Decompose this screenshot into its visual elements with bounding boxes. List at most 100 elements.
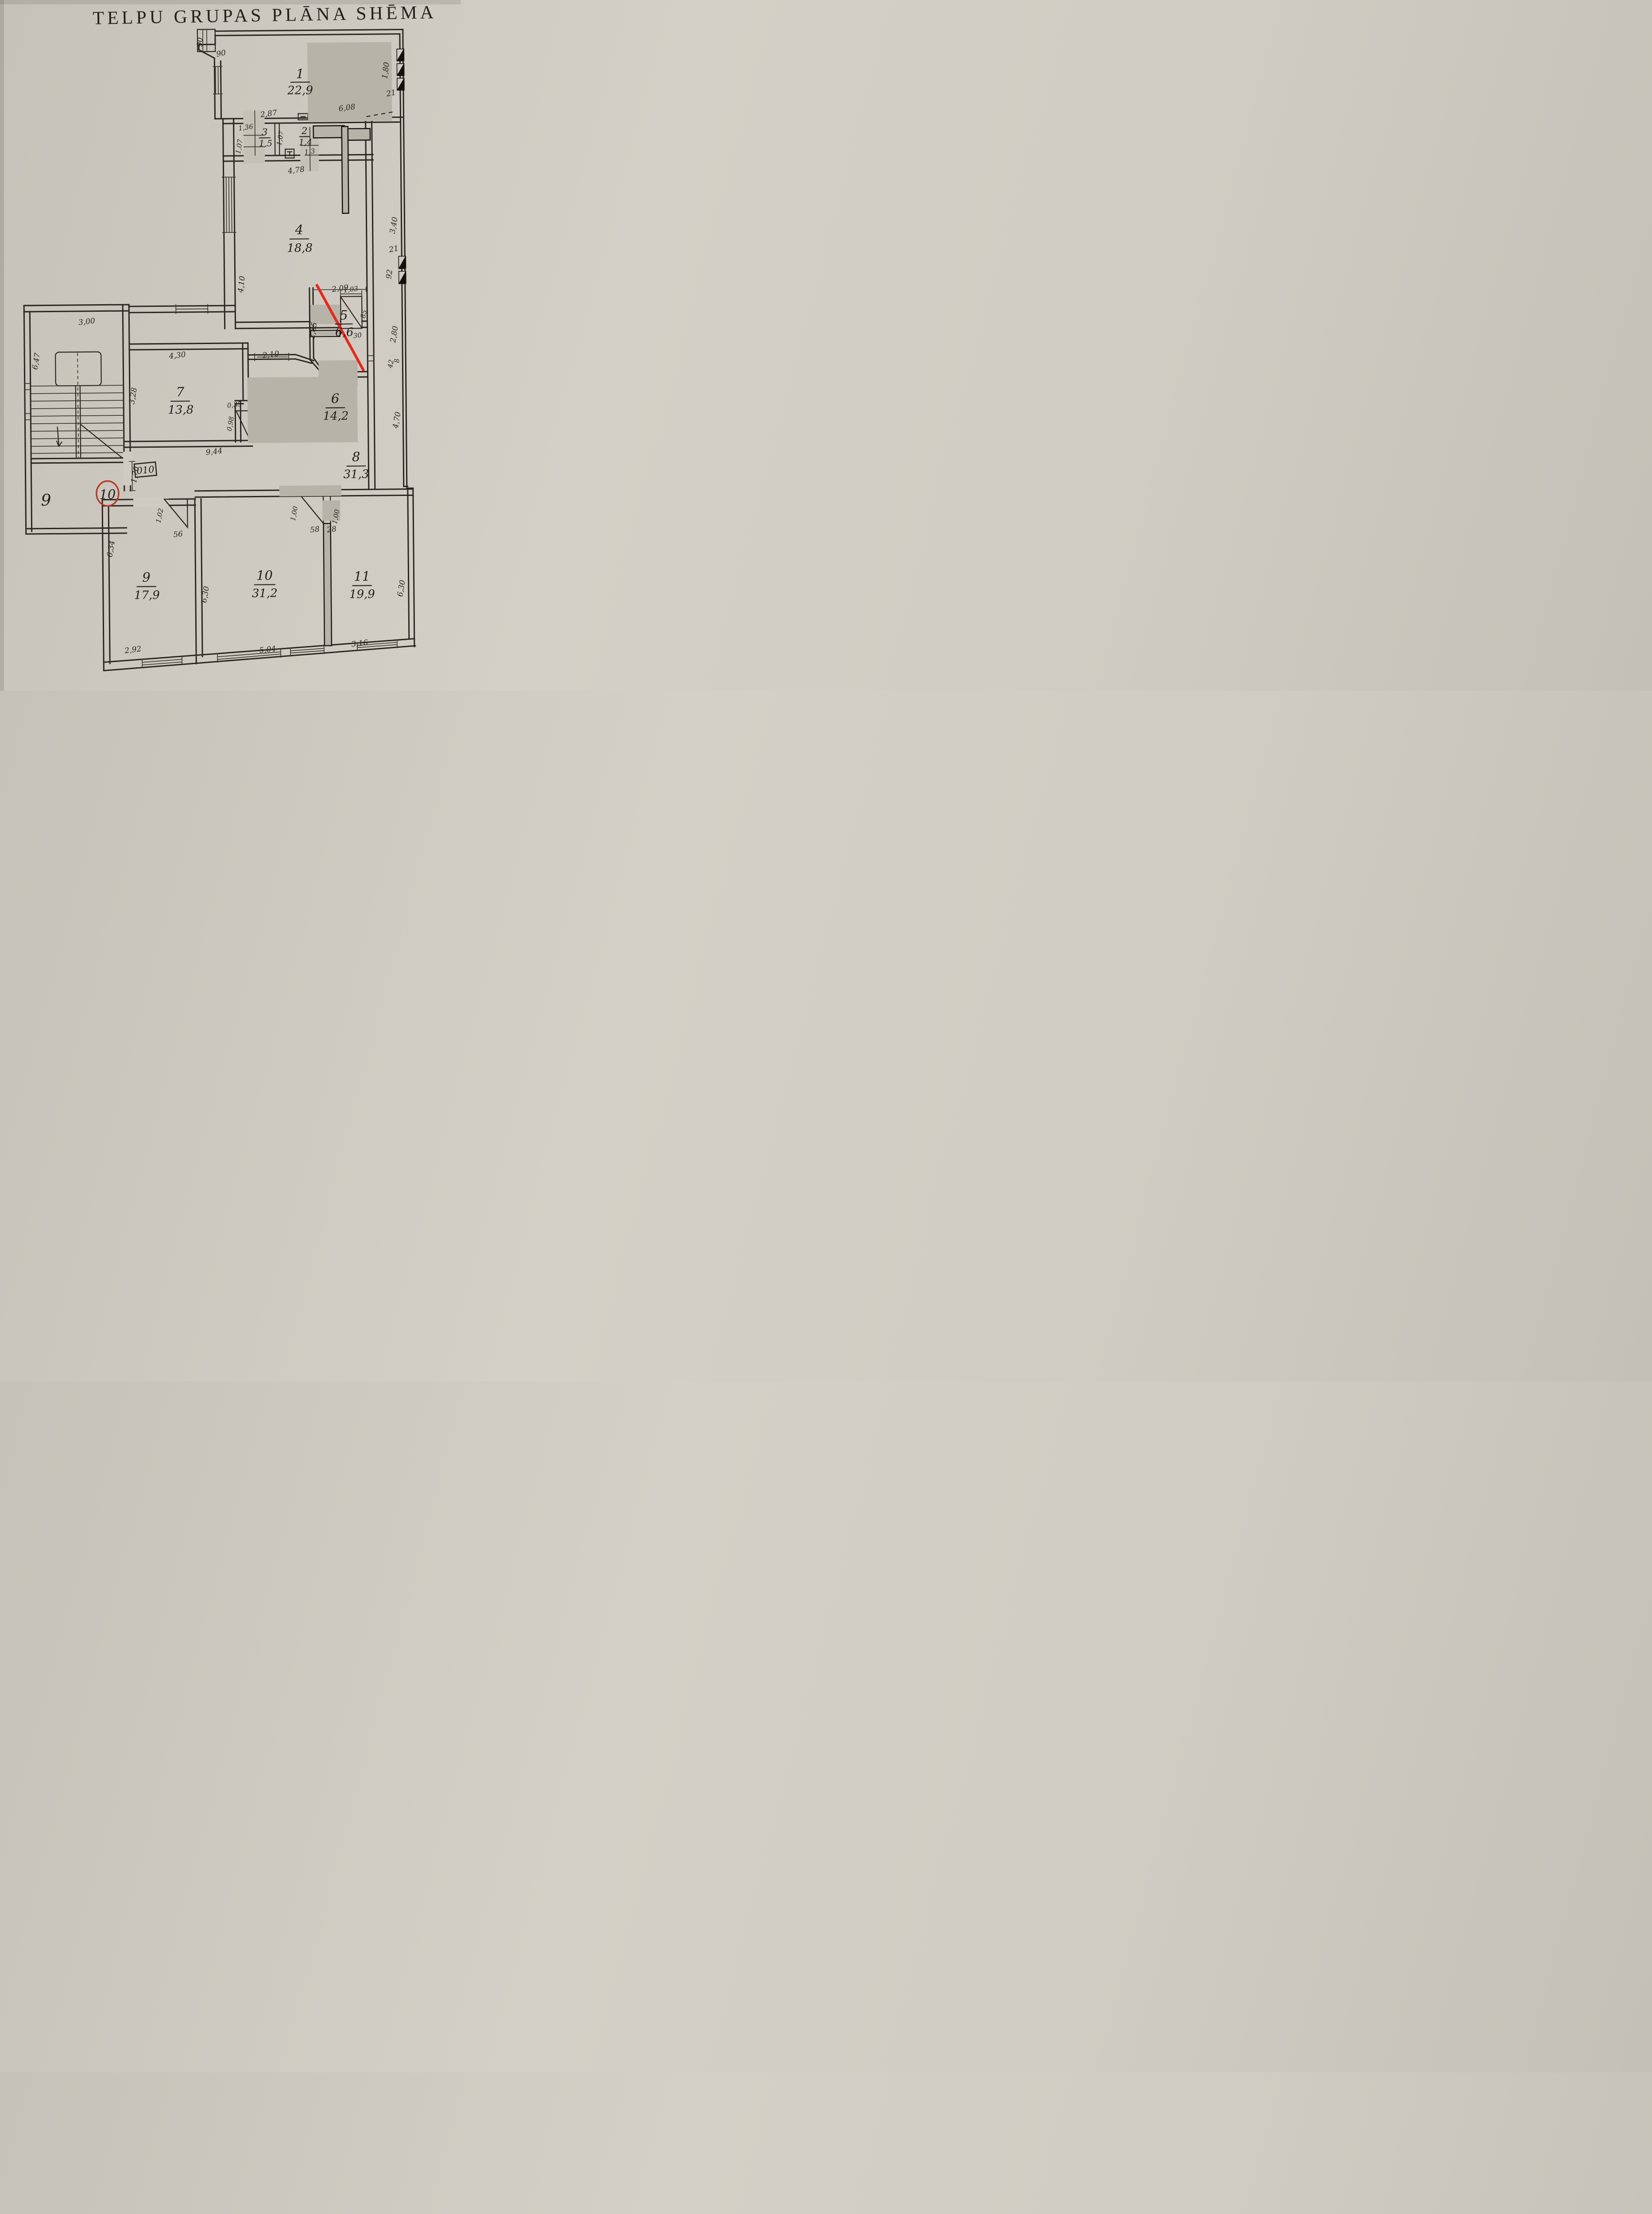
stair-arrow-icon xyxy=(56,426,62,447)
dim-text: 6,34 xyxy=(105,540,117,558)
dim-text: 90 xyxy=(216,48,227,59)
dim-text: 6,30 xyxy=(396,579,407,597)
room-label-6: 614,2 xyxy=(323,391,348,423)
svg-text:2: 2 xyxy=(301,125,308,136)
dim-text: 0,35 xyxy=(227,400,242,410)
svg-text:7: 7 xyxy=(176,384,185,399)
window-icon xyxy=(142,639,398,668)
dim-text: 28 xyxy=(326,525,337,534)
dim-text: 6,08 xyxy=(338,102,356,113)
red-circle-annotation xyxy=(96,480,120,507)
room-label-2: 21,4 xyxy=(299,125,312,147)
redaction-patch xyxy=(310,304,340,325)
dim-text: 21 xyxy=(385,88,397,99)
dim-text: 9,44 xyxy=(205,446,223,457)
room-label-4: 418,8 xyxy=(287,222,313,255)
svg-text:9: 9 xyxy=(142,570,151,585)
svg-text:1,5: 1,5 xyxy=(259,139,272,148)
redaction-patch xyxy=(307,42,392,122)
svg-text:6: 6 xyxy=(331,391,340,406)
dim-text: 8 xyxy=(393,359,401,363)
svg-text:13,8: 13,8 xyxy=(168,403,193,417)
stairs-icon xyxy=(30,351,124,459)
dim-text: 90 xyxy=(195,37,205,47)
redaction-patch xyxy=(243,110,265,164)
dim-text: 6,47 xyxy=(31,352,42,370)
room-label-10: 10 31,2 xyxy=(252,568,278,600)
dim-text: 1,3 xyxy=(304,147,315,156)
dim-text: 4,70 xyxy=(391,411,402,430)
vent-icon xyxy=(298,113,309,120)
unit-number: 010 xyxy=(136,464,155,476)
dim-text: 21 xyxy=(388,244,399,255)
svg-text:5: 5 xyxy=(340,308,348,323)
dim-text: 0,98 xyxy=(225,416,236,432)
plan-drawing: 122,9 31,5 21,4 418,8 56,6 614,2 713,8 8… xyxy=(23,29,416,672)
room-label-7: 713,8 xyxy=(168,384,193,417)
svg-text:19,9: 19,9 xyxy=(349,588,375,601)
scan-edge-top xyxy=(0,0,461,4)
room-label-9: 917,9 xyxy=(134,570,160,602)
dim-text: 58 xyxy=(310,525,320,534)
dim-text: 30 xyxy=(353,331,362,340)
dim-text: 1,07 xyxy=(234,139,244,155)
dim-text: 1,03 xyxy=(343,285,359,294)
dim-text: 2,92 xyxy=(124,645,142,656)
dim-text: 3,16 xyxy=(351,638,368,649)
window-triangles xyxy=(396,48,406,284)
svg-text:1,4: 1,4 xyxy=(299,137,312,147)
dim-text: 3,00 xyxy=(78,317,96,327)
redaction-patch xyxy=(322,500,340,521)
room-labels: 122,9 31,5 21,4 418,8 56,6 614,2 713,8 8… xyxy=(134,66,375,602)
unit-number-box xyxy=(133,461,158,478)
dim-text: 1,36 xyxy=(238,122,254,132)
svg-text:10: 10 xyxy=(256,568,273,583)
svg-text:3: 3 xyxy=(262,127,268,137)
circled-unit-number: 10 xyxy=(99,487,116,502)
dim-text: 3,40 xyxy=(388,216,400,234)
svg-text:4: 4 xyxy=(294,222,303,237)
dim-text: 2,10 xyxy=(262,349,280,360)
redaction-patch xyxy=(310,329,340,337)
room-label-1: 122,9 xyxy=(287,66,313,97)
stair-area-label: 9 xyxy=(41,492,51,510)
red-marker-line xyxy=(315,284,365,372)
room-label-11: 11 19,9 xyxy=(349,569,375,601)
svg-text:17,9: 17,9 xyxy=(134,588,160,602)
door-swing-icon xyxy=(235,410,249,438)
door-opening xyxy=(123,451,132,486)
redaction-patch xyxy=(313,125,345,139)
door-opening xyxy=(133,497,169,507)
dim-text: 2,80 xyxy=(389,325,400,344)
dim-text: 4,78 xyxy=(287,165,305,176)
svg-text:1: 1 xyxy=(296,66,304,81)
svg-text:22,9: 22,9 xyxy=(287,84,313,97)
svg-text:18,8: 18,8 xyxy=(287,241,313,255)
redaction-patches xyxy=(243,42,393,521)
electric-panel-icon xyxy=(285,148,295,159)
room-label-8: 831,3 xyxy=(343,449,369,481)
door-swing-icon xyxy=(340,290,363,329)
dim-text: 1,80 xyxy=(380,62,391,79)
dim-text: 85 xyxy=(359,309,369,319)
redaction-patch xyxy=(247,376,358,443)
door-swing-icon xyxy=(163,498,188,529)
dim-text: 4,30 xyxy=(168,350,186,361)
room-label-5: 56,6 xyxy=(335,308,354,339)
dim-text: 4,10 xyxy=(236,275,247,294)
dim-text: 42 xyxy=(386,359,396,369)
svg-text:31,2: 31,2 xyxy=(252,587,278,600)
svg-text:14,2: 14,2 xyxy=(323,410,348,423)
svg-text:8: 8 xyxy=(352,449,360,464)
dim-text: 1,02 xyxy=(154,507,165,523)
dim-text: 56 xyxy=(173,530,183,539)
dim-text: 92 xyxy=(384,269,395,279)
svg-text:6,6: 6,6 xyxy=(335,326,354,339)
window-icon xyxy=(398,255,406,284)
room-label-3: 31,5 xyxy=(259,127,272,148)
redaction-patch xyxy=(341,126,349,214)
redaction-patch xyxy=(346,128,371,141)
dim-text: 5,04 xyxy=(259,644,277,655)
page-title: TELPU GRUPAS PLĀNA SHĒMA xyxy=(93,2,437,29)
svg-text:11: 11 xyxy=(354,569,370,584)
